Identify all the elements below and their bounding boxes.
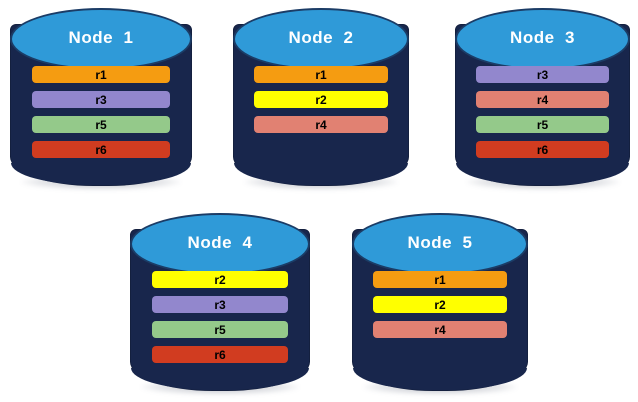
replica-list: r1 r2 r4 — [352, 271, 528, 338]
node-label: Node 4 — [187, 232, 253, 252]
cylinder-top-disc: Node 2 — [233, 8, 409, 70]
replica-bar[interactable]: r5 — [151, 321, 289, 338]
cylinder-top-disc: Node 4 — [130, 213, 310, 275]
replica-bar[interactable]: r1 — [373, 271, 507, 288]
replica-bar[interactable]: r4 — [254, 116, 388, 133]
database-node-cylinder[interactable]: Node 2 r1 r2 r4 — [233, 8, 409, 190]
replica-bar[interactable]: r2 — [254, 91, 388, 108]
replica-bar[interactable]: r5 — [476, 116, 609, 133]
replica-bar[interactable]: r6 — [31, 141, 171, 158]
database-node-cylinder[interactable]: Node 5 r1 r2 r4 — [352, 213, 528, 395]
replica-bar[interactable]: r2 — [373, 296, 507, 313]
cylinder-top-disc: Node 3 — [455, 8, 630, 70]
cylinder-top-disc: Node 5 — [352, 213, 528, 275]
replica-list: r1 r3 r5 r6 — [10, 66, 192, 158]
node-label: Node 5 — [407, 232, 473, 252]
replica-bar[interactable]: r3 — [151, 296, 289, 313]
replica-list: r3 r4 r5 r6 — [455, 66, 630, 158]
replica-bar[interactable]: r1 — [254, 66, 388, 83]
node-label: Node 2 — [288, 27, 354, 47]
node-label: Node 3 — [510, 27, 575, 47]
replica-bar[interactable]: r2 — [151, 271, 289, 288]
replica-bar[interactable]: r4 — [373, 321, 507, 338]
replica-bar[interactable]: r1 — [31, 66, 171, 83]
database-node-cylinder[interactable]: Node 1 r1 r3 r5 r6 — [10, 8, 192, 190]
database-node-cylinder[interactable]: Node 4 r2 r3 r5 r6 — [130, 213, 310, 395]
replica-bar[interactable]: r3 — [31, 91, 171, 108]
database-node-cylinder[interactable]: Node 3 r3 r4 r5 r6 — [455, 8, 630, 190]
replica-bar[interactable]: r5 — [31, 116, 171, 133]
replica-bar[interactable]: r6 — [151, 346, 289, 363]
replica-bar[interactable]: r3 — [476, 66, 609, 83]
replica-list: r1 r2 r4 — [233, 66, 409, 133]
replica-bar[interactable]: r4 — [476, 91, 609, 108]
cylinder-top-disc: Node 1 — [10, 8, 192, 70]
replica-list: r2 r3 r5 r6 — [130, 271, 310, 363]
node-label: Node 1 — [68, 27, 134, 47]
replica-bar[interactable]: r6 — [476, 141, 609, 158]
